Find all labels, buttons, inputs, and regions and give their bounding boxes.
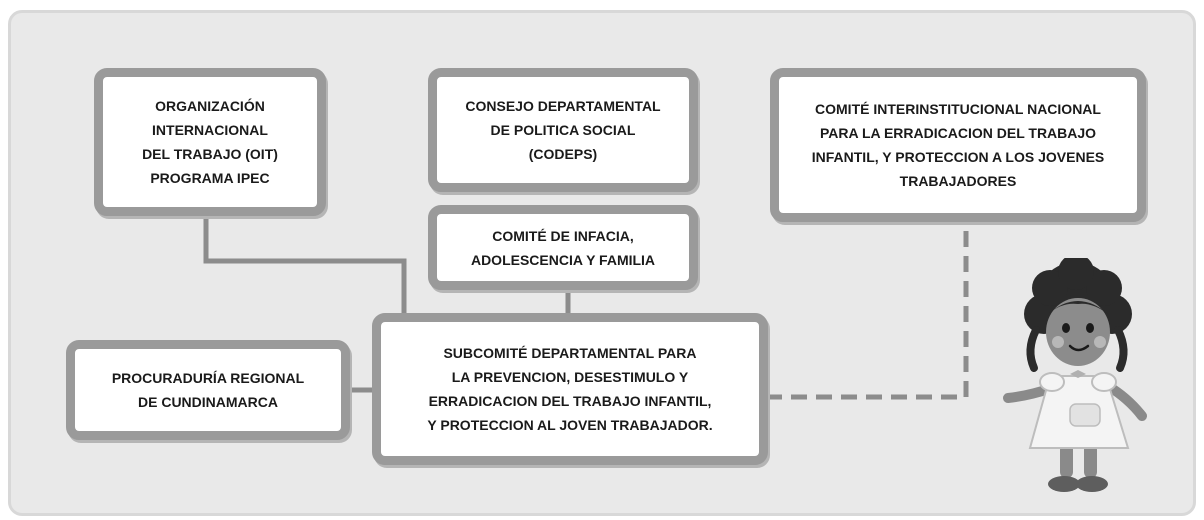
connector-oit-subcomite	[203, 212, 407, 316]
box-comite-infancia-text: COMITÉ DE INFACIA, ADOLESCENCIA Y FAMILI…	[470, 227, 656, 268]
box-oit: ORGANIZACIÓN INTERNACIONAL DEL TRABAJO (…	[94, 68, 326, 216]
box-codeps-text: CONSEJO DEPARTAMENTAL DE POLITICA SOCIAL…	[465, 98, 661, 162]
girl-with-curly-hair-icon	[1003, 258, 1147, 492]
box-oit-text: ORGANIZACIÓN INTERNACIONAL DEL TRABAJO (…	[142, 98, 278, 186]
box-comite-infancia: COMITÉ DE INFACIA, ADOLESCENCIA Y FAMILI…	[428, 205, 698, 290]
box-comite-nacional: COMITÉ INTERINSTITUCIONAL NACIONAL PARA …	[770, 68, 1146, 222]
box-procuraduria-text: PROCURADURÍA REGIONAL DE CUNDINAMARCA	[111, 370, 305, 410]
box-codeps: CONSEJO DEPARTAMENTAL DE POLITICA SOCIAL…	[428, 68, 698, 192]
connector-subcomite-nacional-dashed	[766, 222, 969, 400]
box-procuraduria: PROCURADURÍA REGIONAL DE CUNDINAMARCA	[66, 340, 350, 440]
box-subcomite-text: SUBCOMITÉ DEPARTAMENTAL PARA LA PREVENCI…	[427, 345, 713, 433]
box-comite-nacional-text: COMITÉ INTERINSTITUCIONAL NACIONAL PARA …	[811, 101, 1105, 189]
box-subcomite: SUBCOMITÉ DEPARTAMENTAL PARA LA PREVENCI…	[372, 313, 768, 465]
